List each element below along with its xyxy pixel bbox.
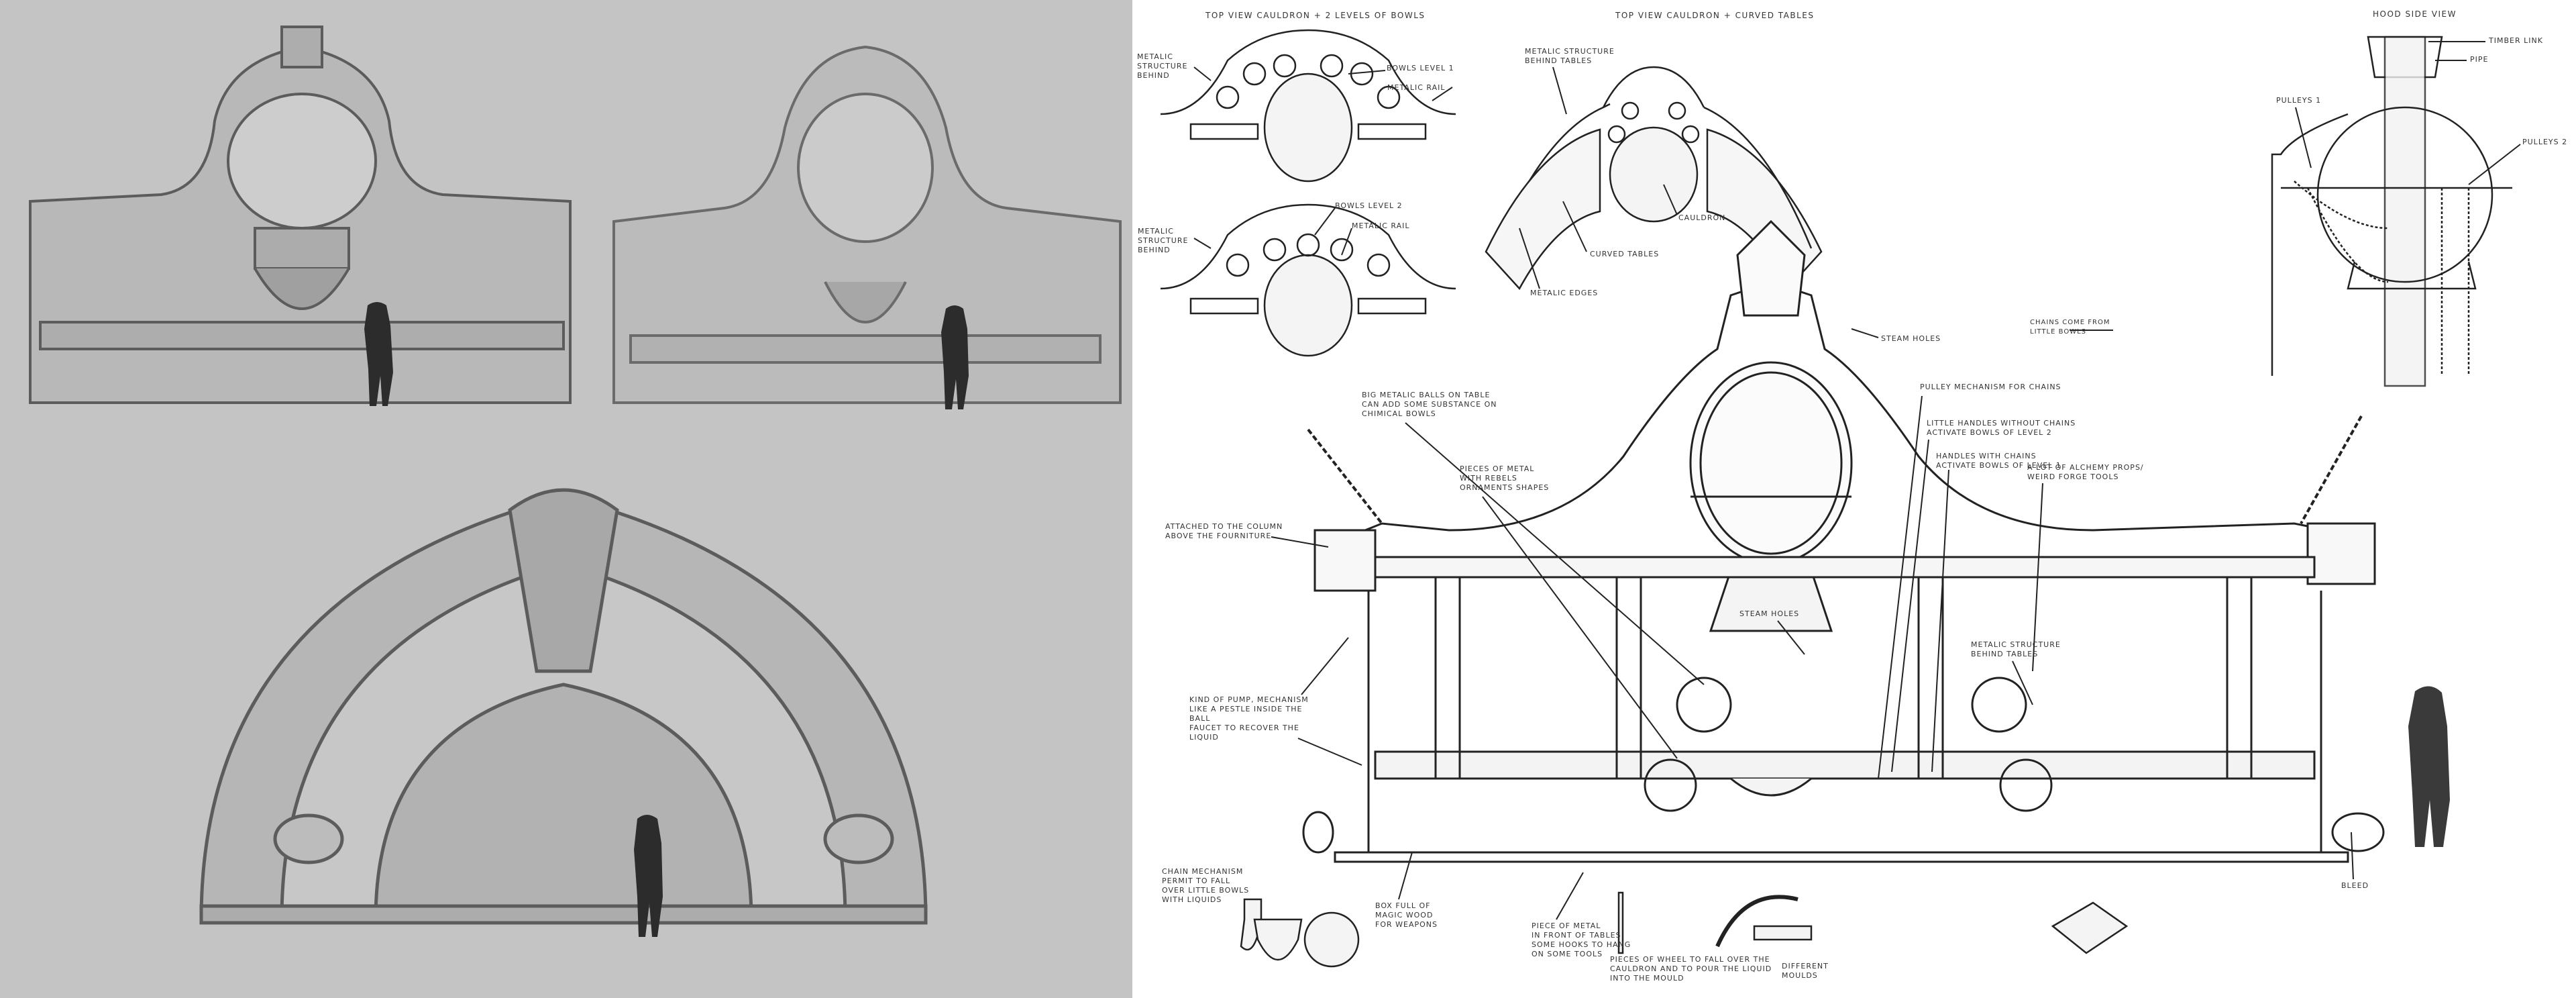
human-silhouette-2: [941, 305, 969, 409]
label-pipe: PIPE: [2470, 55, 2489, 64]
label-metalic-edges: METALIC EDGES: [1530, 289, 1599, 297]
label-attached-column: ATTACHED TO THE COLUMN ABOVE THE FOURNIT…: [1165, 522, 1283, 540]
label-pieces-of-wheel: PIECES OF WHEEL TO FALL OVER THE CAULDRO…: [1610, 955, 1772, 983]
label-structure-behind-tables-top: METALIC STRUCTURE BEHIND TABLES: [1525, 47, 1615, 65]
right-sheet-panel: [1132, 0, 2576, 998]
title-top-view-tables: TOP VIEW CAULDRON + CURVED TABLES: [1615, 11, 1815, 20]
label-bowls-level-2: BOWLS LEVEL 2: [1335, 201, 1403, 210]
label-bowls-level-1: BOWLS LEVEL 1: [1387, 64, 1454, 72]
label-alchemy-props: A LOT OF ALCHEMY PROPS/ WEIRD FORGE TOOL…: [2027, 463, 2144, 481]
sketch-front-2: [612, 45, 1122, 404]
detail-props: [1240, 891, 2129, 968]
label-pulleys-1: PULLEYS 1: [2276, 96, 2322, 105]
human-silhouette-1: [364, 302, 393, 406]
top-view-bowls-2: [1160, 203, 1456, 357]
front-elevation: [1302, 219, 2385, 863]
label-cauldron: CAULDRON: [1678, 213, 1726, 222]
sketch-front-1: [29, 26, 572, 404]
label-big-metalic-balls: BIG METALIC BALLS ON TABLE CAN ADD SOME …: [1362, 391, 1497, 418]
label-rebels-ornaments: PIECES OF METAL WITH REBELS ORNAMENTS SH…: [1460, 464, 1550, 492]
leader-lines: [1193, 41, 2521, 920]
label-piece-of-metal: PIECE OF METAL IN FRONT OF TABLES SOME H…: [1532, 921, 1631, 958]
label-timber-link: TIMBER LINK: [2489, 36, 2543, 45]
label-metalic-structure-2: METALIC STRUCTURE BEHIND: [1138, 227, 1189, 254]
label-pulleys-2: PULLEYS 2: [2522, 138, 2568, 146]
title-hood-side-view: HOOD SIDE VIEW: [2373, 9, 2457, 19]
title-top-view-bowls: TOP VIEW CAULDRON + 2 LEVELS OF BOWLS: [1205, 11, 1426, 20]
label-pump-mechanism: KIND OF PUMP, MECHANISM LIKE A PESTLE IN…: [1189, 695, 1309, 742]
human-silhouette-3: [634, 815, 663, 937]
label-steam-holes-mid: STEAM HOLES: [1739, 609, 1800, 618]
top-view-bowls-1: [1160, 29, 1456, 183]
label-little-handles: LITTLE HANDLES WITHOUT CHAINS ACTIVATE B…: [1927, 419, 2076, 437]
label-steam-holes-top: STEAM HOLES: [1881, 334, 1941, 343]
hood-side-view: [2271, 36, 2512, 387]
label-different-moulds: DIFFERENT MOULDS: [1782, 962, 1829, 980]
label-metalic-structure-1: METALIC STRUCTURE BEHIND: [1137, 52, 1188, 80]
human-silhouette-scale: [2408, 686, 2450, 847]
label-handles-with-chains: HANDLES WITH CHAINS ACTIVATE BOWLS OF LE…: [1936, 452, 2061, 470]
label-pulley-mechanism: PULLEY MECHANISM FOR CHAINS: [1920, 383, 2061, 391]
label-chains-from-bowls: CHAINS COME FROM LITTLE BOWLS: [2030, 319, 2110, 336]
label-magic-wood-box: BOX FULL OF MAGIC WOOD FOR WEAPONS: [1375, 901, 1438, 929]
label-chain-mechanism: CHAIN MECHANISM PERMIT TO FALL OVER LITT…: [1162, 867, 1250, 904]
label-metalic-rail-2: METALIC RAIL: [1352, 221, 1410, 230]
label-bleed: BLEED: [2341, 881, 2369, 890]
label-structure-behind-tables-front: METALIC STRUCTURE BEHIND TABLES: [1971, 640, 2061, 658]
label-metalic-rail-1: METALIC RAIL: [1387, 83, 1446, 92]
label-curved-tables: CURVED TABLES: [1590, 250, 1660, 258]
